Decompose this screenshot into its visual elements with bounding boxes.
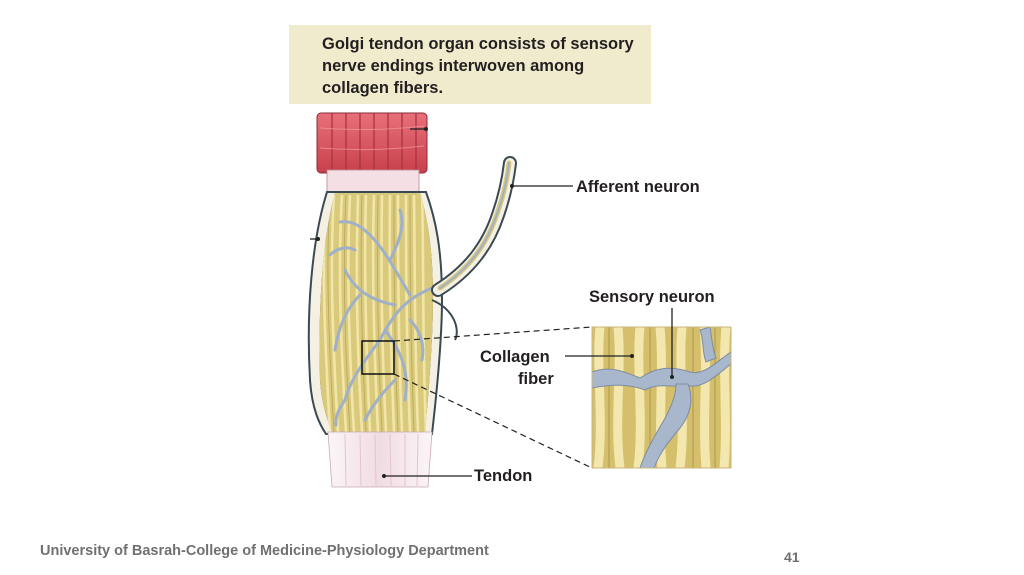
- caption-text: Golgi tendon organ consists of sensory n…: [322, 35, 634, 97]
- muscle-fibers: [316, 112, 428, 174]
- detail-box: [361, 340, 395, 375]
- magnify-line-top: [393, 326, 593, 342]
- afferent-neuron-fiber: [431, 156, 517, 341]
- label-tendon: Tendon: [474, 467, 532, 485]
- inset-border: [591, 326, 732, 469]
- label-collagen-line1: Collagen: [480, 348, 550, 366]
- label-collagen-line2: fiber: [518, 370, 554, 388]
- collagen-fibers: [319, 193, 433, 432]
- leader-dot-capsule: [316, 237, 320, 241]
- tendon: [327, 431, 433, 488]
- footer-text: University of Basrah-College of Medicine…: [40, 543, 489, 559]
- leader-dot-muscle: [424, 127, 428, 131]
- inset-magnified-view: [592, 327, 731, 468]
- page-number: 41: [784, 549, 800, 565]
- magnify-line-bottom: [393, 373, 593, 469]
- caption-box: [289, 25, 651, 104]
- label-afferent-neuron: Afferent neuron: [576, 178, 700, 196]
- leader-dot-tendon: [382, 474, 386, 478]
- leader-dot-collagen: [630, 354, 634, 358]
- label-sensory-neuron: Sensory neuron: [589, 288, 715, 306]
- leader-dot-afferent: [510, 184, 514, 188]
- leader-dot-sensory: [670, 375, 674, 379]
